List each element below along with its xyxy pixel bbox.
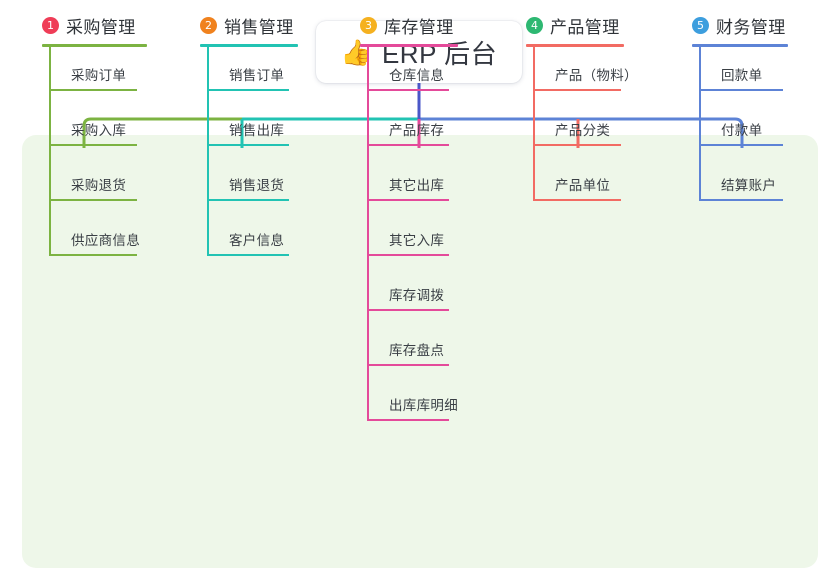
branch-item-rule xyxy=(207,199,289,201)
branch-item-rule xyxy=(49,144,137,146)
branch-item-rule xyxy=(207,89,289,91)
branch-item-label: 库存调拨 xyxy=(389,288,445,303)
branch-title-rule xyxy=(200,44,298,47)
branch-item-rule xyxy=(699,144,783,146)
branch-item[interactable]: 结算账户 xyxy=(699,175,783,201)
branch-item-rule xyxy=(367,144,449,146)
branch-item[interactable]: 库存盘点 xyxy=(367,340,449,366)
branch-item-label: 回款单 xyxy=(721,68,763,83)
branch-item-label: 供应商信息 xyxy=(71,233,140,248)
branch-item-rule xyxy=(367,199,449,201)
branch-item[interactable]: 供应商信息 xyxy=(49,230,140,256)
branch-item-label: 客户信息 xyxy=(229,233,285,248)
branch-item-label: 其它出库 xyxy=(389,178,445,193)
branch-item-label: 付款单 xyxy=(721,123,763,138)
branch-item-rule xyxy=(49,199,137,201)
branch-item-label: 产品单位 xyxy=(555,178,611,193)
branch-badge-3: 3 xyxy=(360,17,377,34)
branch-title-rule xyxy=(42,44,147,47)
branch-title-label: 销售管理 xyxy=(224,18,294,37)
branch-item[interactable]: 出库库明细 xyxy=(367,395,458,421)
branch-item-rule xyxy=(533,199,621,201)
branch-badge-5: 5 xyxy=(692,17,709,34)
branch-item-rule xyxy=(367,89,449,91)
branch-item-label: 出库库明细 xyxy=(389,398,458,413)
branch-item-rule xyxy=(699,89,783,91)
branch-item[interactable]: 销售订单 xyxy=(207,65,289,91)
branch-item-label: 销售订单 xyxy=(229,68,285,83)
branch-item-label: 仓库信息 xyxy=(389,68,445,83)
branch-item-label: 销售出库 xyxy=(229,123,285,138)
branch-item-label: 库存盘点 xyxy=(389,343,445,358)
branch-title-4[interactable]: 4 产品管理 xyxy=(526,13,620,38)
branch-item[interactable]: 付款单 xyxy=(699,120,783,146)
branch-item-rule xyxy=(207,144,289,146)
branch-spine xyxy=(533,47,535,201)
branch-item-label: 其它入库 xyxy=(389,233,445,248)
branch-spine xyxy=(699,47,701,201)
branch-item[interactable]: 销售出库 xyxy=(207,120,289,146)
branch-title-label: 财务管理 xyxy=(716,18,786,37)
branch-item[interactable]: 采购订单 xyxy=(49,65,137,91)
branch-item[interactable]: 采购入库 xyxy=(49,120,137,146)
branch-item-rule xyxy=(533,144,621,146)
branch-item[interactable]: 产品库存 xyxy=(367,120,449,146)
branch-item[interactable]: 仓库信息 xyxy=(367,65,449,91)
branch-item-rule xyxy=(49,254,137,256)
branch-title-2[interactable]: 2 销售管理 xyxy=(200,13,294,38)
branch-item-label: 销售退货 xyxy=(229,178,285,193)
branch-item[interactable]: 销售退货 xyxy=(207,175,289,201)
branch-title-1[interactable]: 1 采购管理 xyxy=(42,13,136,38)
branch-item[interactable]: 产品分类 xyxy=(533,120,621,146)
branch-item-label: 采购入库 xyxy=(71,123,127,138)
branch-title-rule xyxy=(526,44,624,47)
branch-title-label: 库存管理 xyxy=(384,18,454,37)
branch-item-label: 结算账户 xyxy=(721,178,777,193)
branch-item[interactable]: 其它出库 xyxy=(367,175,449,201)
branch-title-label: 采购管理 xyxy=(66,18,136,37)
branch-item[interactable]: 其它入库 xyxy=(367,230,449,256)
branch-spine xyxy=(49,47,51,256)
branch-item[interactable]: 产品（物料） xyxy=(533,65,638,91)
branch-item[interactable]: 产品单位 xyxy=(533,175,621,201)
branch-item[interactable]: 库存调拨 xyxy=(367,285,449,311)
branch-spine xyxy=(367,47,369,421)
branch-item-rule xyxy=(49,89,137,91)
branch-item-rule xyxy=(367,364,449,366)
branch-spine xyxy=(207,47,209,256)
branch-item-rule xyxy=(699,199,783,201)
branch-title-5[interactable]: 5 财务管理 xyxy=(692,13,786,38)
branch-item-label: 采购订单 xyxy=(71,68,127,83)
branch-title-3[interactable]: 3 库存管理 xyxy=(360,13,454,38)
branch-item[interactable]: 客户信息 xyxy=(207,230,289,256)
branch-badge-2: 2 xyxy=(200,17,217,34)
branch-item-label: 产品库存 xyxy=(389,123,445,138)
root-node[interactable]: 👍 ERP 后台 xyxy=(316,21,522,83)
branch-item-rule xyxy=(367,254,449,256)
branch-item-label: 产品（物料） xyxy=(555,68,638,83)
branch-item-label: 采购退货 xyxy=(71,178,127,193)
root-node-label: ERP 后台 xyxy=(381,38,498,69)
branch-item-rule xyxy=(533,89,621,91)
branch-item-rule xyxy=(367,309,449,311)
branch-title-rule xyxy=(360,44,458,47)
branch-item-rule xyxy=(207,254,289,256)
branch-item-rule xyxy=(367,419,449,421)
branch-item[interactable]: 采购退货 xyxy=(49,175,137,201)
branch-item[interactable]: 回款单 xyxy=(699,65,783,91)
branches-panel xyxy=(22,135,818,568)
branch-badge-1: 1 xyxy=(42,17,59,34)
branch-title-rule xyxy=(692,44,788,47)
branch-badge-4: 4 xyxy=(526,17,543,34)
branch-title-label: 产品管理 xyxy=(550,18,620,37)
branch-item-label: 产品分类 xyxy=(555,123,611,138)
